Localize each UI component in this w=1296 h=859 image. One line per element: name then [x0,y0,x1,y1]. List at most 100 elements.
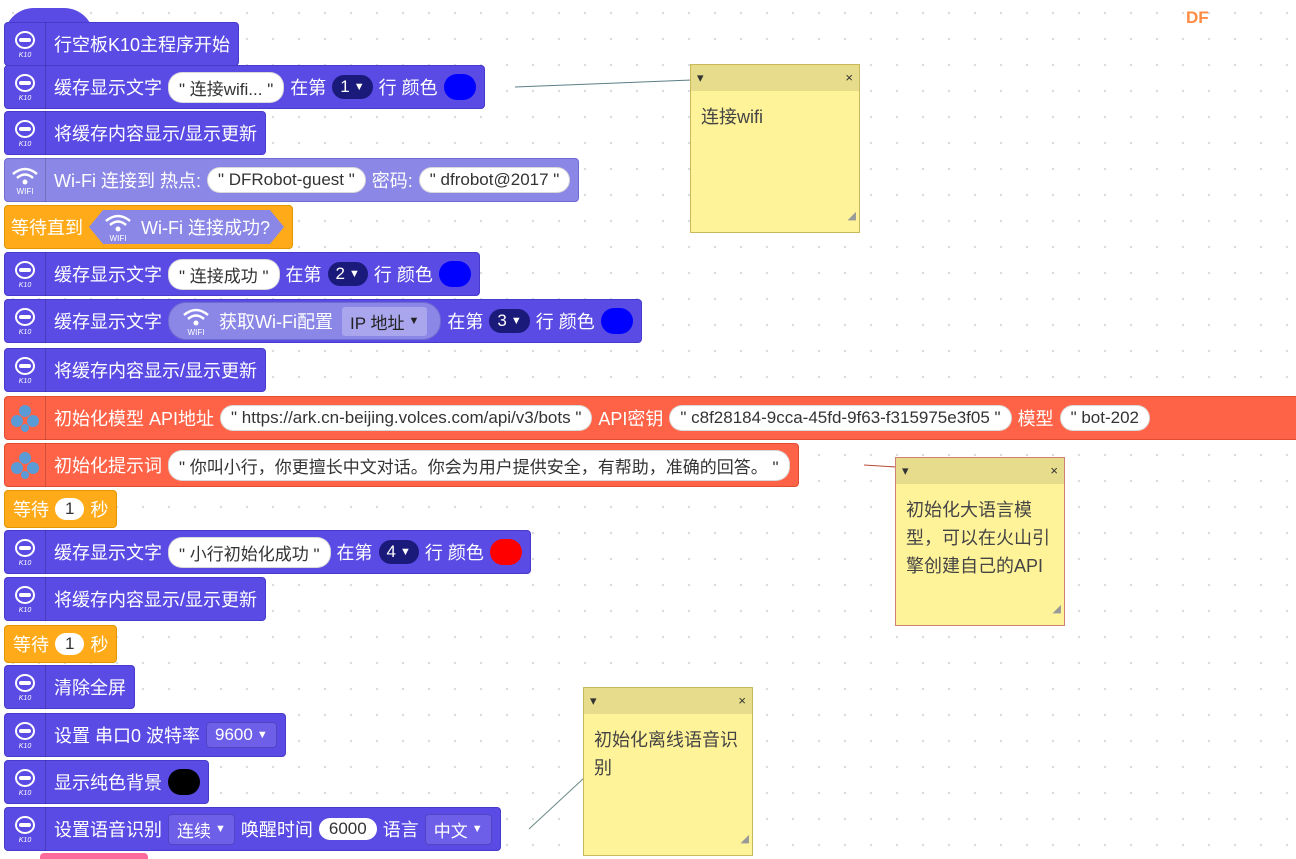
row-value: 3 [497,311,507,330]
note-header: ▾ × [691,65,859,91]
label-seconds: 秒 [90,635,109,655]
note-text[interactable]: 初始化离线语音识别 [594,730,738,778]
k10-board-icon: K10 [5,348,46,392]
block-cache-text-2[interactable]: K10 缓存显示文字 " 连接成功 " 在第 2▼ 行 颜色 [4,252,480,296]
close-icon[interactable]: × [1050,463,1058,478]
resize-handle-icon[interactable]: ◢ [1052,603,1061,615]
block-label: 初始化提示词 [54,456,162,476]
prompt-input[interactable]: " 你叫小行，你更擅长中文对话。你会为用户提供安全，有帮助，准确的回答。 " [168,449,790,481]
seconds-input[interactable]: 1 [55,633,85,655]
mode-dropdown[interactable]: 连续▼ [168,813,235,845]
wifi-icon: WIFI [5,158,46,202]
block-display-update-2[interactable]: K10 将缓存内容显示/显示更新 [4,348,266,392]
resize-handle-icon[interactable]: ◢ [847,210,856,222]
label-color: 行 颜色 [424,543,484,563]
block-init-prompt[interactable]: 初始化提示词 " 你叫小行，你更擅长中文对话。你会为用户提供安全，有帮助，准确的… [4,443,799,487]
row-dropdown[interactable]: 1▼ [332,75,373,99]
language-dropdown[interactable]: 中文▼ [424,813,492,845]
label-row: 在第 [447,312,484,332]
block-wifi-connect[interactable]: WIFI Wi-Fi 连接到 热点: " DFRobot-guest " 密码:… [4,158,580,202]
block-cache-text-3[interactable]: K10 缓存显示文字 WIFI 获取Wi-Fi配置 IP 地址▼ 在第 3▼ 行… [4,299,642,343]
block-init-model[interactable]: 初始化模型 API地址 " https://ark.cn-beijing.vol… [4,396,1296,440]
row-dropdown[interactable]: 2▼ [327,262,368,286]
block-voice-recognition[interactable]: K10 设置语音识别 连续▼ 唤醒时间 6000 语言 中文▼ [4,807,501,851]
comment-note-wifi[interactable]: ▾ × 连接wifi ◢ [690,64,860,233]
k10-board-icon: K10 [5,577,46,621]
resize-handle-icon[interactable]: ◢ [740,833,749,845]
block-label: 行空板K10主程序开始 [54,35,231,55]
text-input[interactable]: " 小行初始化成功 " [168,536,331,568]
block-wait-seconds-1[interactable]: 等待 1 秒 [4,490,118,528]
k10-board-icon: K10 [5,807,46,851]
condition-label: Wi-Fi 连接成功? [141,218,270,238]
k10-board-icon: K10 [5,111,46,155]
block-serial-baud[interactable]: K10 设置 串口0 波特率 9600▼ [4,713,286,757]
config-dropdown[interactable]: IP 地址▼ [340,305,429,337]
chevron-down-icon: ▼ [348,268,360,280]
block-label: 设置语音识别 [54,820,162,840]
block-program-start[interactable]: K10 行空板K10主程序开始 [4,22,240,66]
color-swatch-red[interactable] [489,539,522,565]
comment-note-llm[interactable]: ▾ × 初始化大语言模型，可以在火山引擎创建自己的API ◢ [895,457,1065,626]
block-display-update-3[interactable]: K10 将缓存内容显示/显示更新 [4,577,266,621]
label-row: 在第 [285,265,322,285]
collapse-icon[interactable]: ▾ [697,70,704,85]
seconds-input[interactable]: 1 [55,498,85,520]
chevron-down-icon: ▼ [353,81,365,93]
text-input[interactable]: " 连接成功 " [168,258,280,290]
color-swatch-blue[interactable] [438,261,471,287]
svg-text:K10: K10 [19,790,32,797]
collapse-icon[interactable]: ▾ [590,693,597,708]
model-input[interactable]: " bot-202 [1059,405,1150,431]
color-swatch-black[interactable] [168,769,200,795]
reporter-get-wifi-config[interactable]: WIFI 获取Wi-Fi配置 IP 地址▼ [168,302,442,340]
block-label: 将缓存内容显示/显示更新 [54,124,257,144]
label-color: 行 颜色 [535,312,595,332]
color-swatch-blue[interactable] [600,308,633,334]
block-clear-screen[interactable]: K10 清除全屏 [4,665,135,709]
close-icon[interactable]: × [845,70,853,85]
block-display-update-1[interactable]: K10 将缓存内容显示/显示更新 [4,111,266,155]
svg-text:K10: K10 [19,607,32,614]
block-solid-background[interactable]: K10 显示纯色背景 [4,760,209,804]
wake-time-input[interactable]: 6000 [318,818,377,840]
block-wait-until[interactable]: 等待直到 WIFI Wi-Fi 连接成功? [4,205,293,249]
api-url-input[interactable]: " https://ark.cn-beijing.volces.com/api/… [220,405,593,431]
chevron-down-icon: ▼ [408,315,420,327]
row-dropdown[interactable]: 4▼ [378,540,419,564]
note-header: ▾ × [896,458,1064,484]
note-text[interactable]: 初始化大语言模型，可以在火山引擎创建自己的API [906,500,1050,576]
password-input[interactable]: " dfrobot@2017 " [418,167,571,193]
note-text[interactable]: 连接wifi [701,107,763,127]
api-key-input[interactable]: " c8f28184-9cca-45fd-9f63-f315975e3f05 " [669,405,1012,431]
row-dropdown[interactable]: 3▼ [489,309,530,333]
row-value: 2 [335,264,345,283]
ssid-input[interactable]: " DFRobot-guest " [206,167,366,193]
svg-text:K10: K10 [19,95,32,102]
text-input[interactable]: " 连接wifi... " [168,71,285,103]
block-label: 清除全屏 [54,678,126,698]
baud-dropdown[interactable]: 9600▼ [206,722,277,748]
block-label: 缓存显示文字 [54,78,162,98]
svg-text:K10: K10 [19,282,32,289]
block-cache-text-4[interactable]: K10 缓存显示文字 " 小行初始化成功 " 在第 4▼ 行 颜色 [4,530,531,574]
svg-text:WIFI: WIFI [188,328,205,337]
comment-note-voice[interactable]: ▾ × 初始化离线语音识别 ◢ [583,687,753,856]
block-label: 等待直到 [11,218,83,238]
chevron-down-icon: ▼ [256,729,268,741]
collapse-icon[interactable]: ▾ [902,463,909,478]
color-swatch-blue[interactable] [443,74,476,100]
close-icon[interactable]: × [738,693,746,708]
svg-text:WIFI: WIFI [17,187,34,196]
svg-text:K10: K10 [19,52,32,59]
condition-wifi-connected[interactable]: WIFI Wi-Fi 连接成功? [89,210,284,244]
block-next-partial[interactable] [40,853,148,859]
label-row: 在第 [290,78,327,98]
block-cache-text-1[interactable]: K10 缓存显示文字 " 连接wifi... " 在第 1▼ 行 颜色 [4,65,485,109]
label-color: 行 颜色 [378,78,438,98]
block-wait-seconds-2[interactable]: 等待 1 秒 [4,625,118,663]
block-label: 等待 [13,500,49,520]
label-wake-time: 唤醒时间 [240,820,313,840]
label-api-key: API密钥 [598,409,664,429]
